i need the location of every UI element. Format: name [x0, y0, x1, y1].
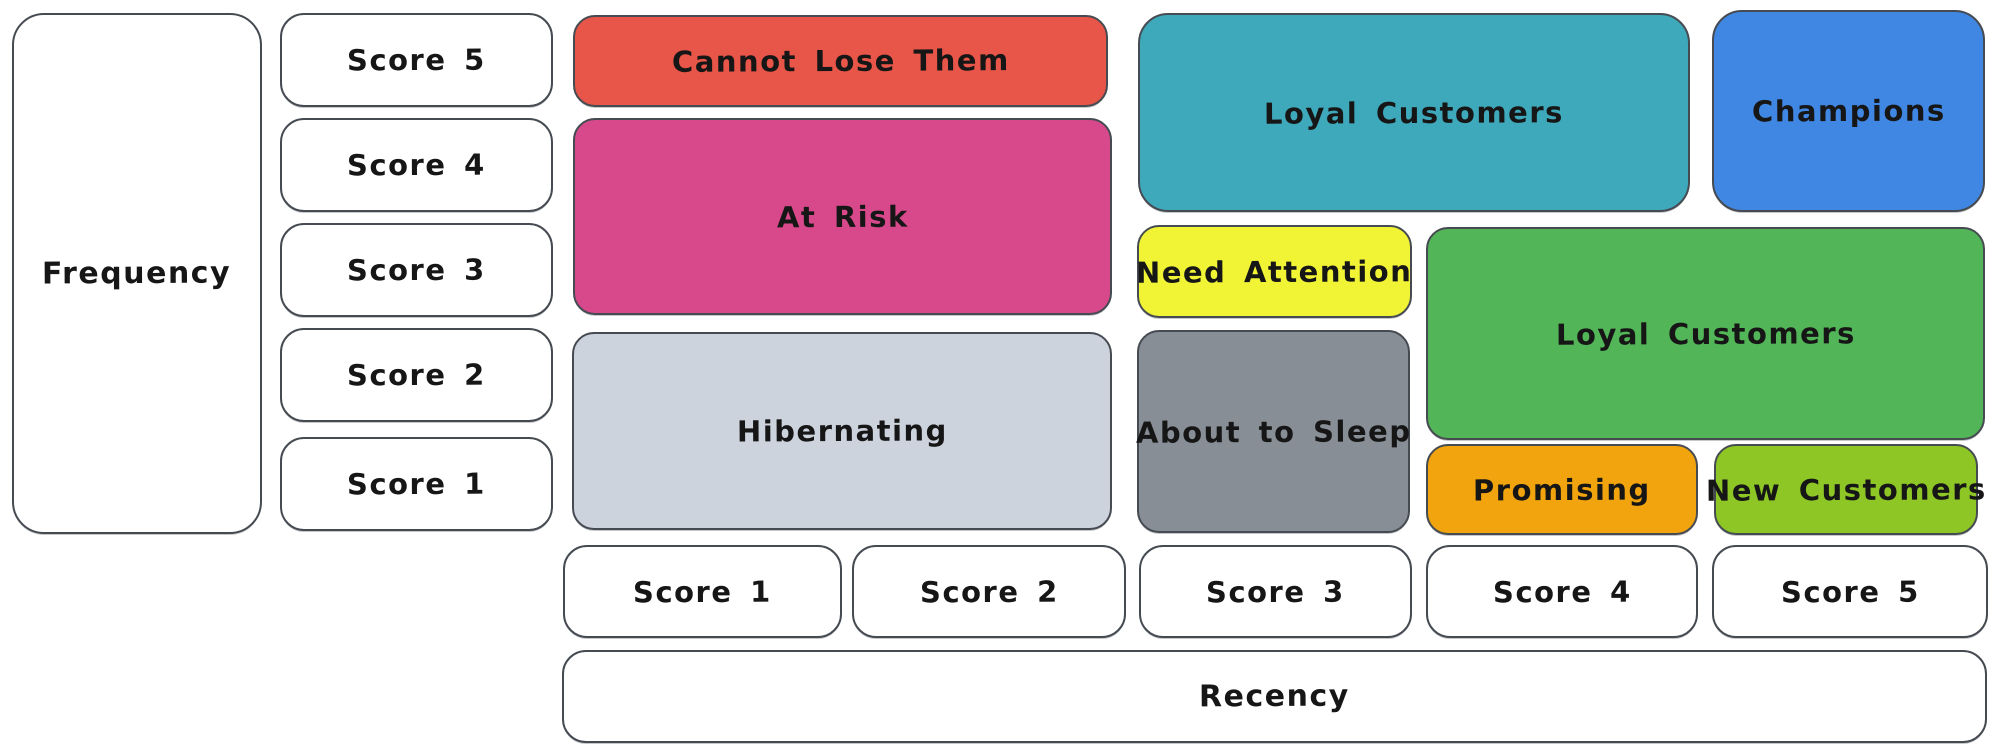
frequency-score-2-label: Score 2 [347, 357, 486, 393]
frequency-score-4-box: Score 4 [280, 118, 553, 212]
recency-score-4-label: Score 4 [1492, 574, 1632, 609]
frequency-score-3-label: Score 3 [347, 252, 486, 288]
segment-about-to-sleep: About to Sleep [1135, 330, 1412, 533]
segment-loyal-customers-green-label: Loyal Customers [1555, 315, 1856, 352]
recency-score-3-box: Score 3 [1139, 545, 1412, 638]
recency-axis-label-box: Recency [562, 650, 1987, 743]
segment-loyal-customers-teal-label: Loyal Customers [1263, 94, 1565, 131]
recency-axis-label: Recency [1199, 678, 1350, 715]
segment-at-risk: At Risk [573, 118, 1112, 315]
segment-about-to-sleep-label: About to Sleep [1135, 413, 1412, 450]
segment-hibernating-label: Hibernating [736, 413, 948, 449]
recency-score-5-box: Score 5 [1712, 545, 1988, 638]
segment-need-attention: Need Attention [1136, 225, 1413, 318]
segment-champions: Champions [1712, 10, 1985, 212]
segment-champions-label: Champions [1751, 93, 1946, 129]
segment-at-risk-label: At Risk [776, 199, 909, 234]
segment-cannot-lose-them-label: Cannot Lose Them [671, 43, 1010, 79]
segment-hibernating: Hibernating [572, 332, 1112, 530]
segment-need-attention-label: Need Attention [1136, 253, 1413, 290]
frequency-axis-label-box: Frequency [12, 13, 262, 534]
frequency-axis-label: Frequency [42, 255, 232, 292]
segment-promising-label: Promising [1473, 472, 1651, 507]
recency-score-2-label: Score 2 [919, 574, 1059, 609]
recency-score-2-box: Score 2 [852, 545, 1126, 638]
frequency-score-5-box: Score 5 [280, 13, 553, 107]
frequency-score-5-label: Score 5 [347, 42, 486, 78]
recency-score-1-label: Score 1 [633, 574, 772, 609]
frequency-score-3-box: Score 3 [280, 223, 553, 317]
recency-score-4-box: Score 4 [1426, 545, 1698, 638]
frequency-score-2-box: Score 2 [280, 328, 553, 422]
recency-score-1-box: Score 1 [563, 545, 842, 638]
recency-score-5-label: Score 5 [1780, 574, 1920, 609]
frequency-score-1-box: Score 1 [280, 437, 553, 531]
segment-new-customers: New Customers [1706, 444, 1986, 535]
segment-loyal-customers-teal: Loyal Customers [1138, 13, 1690, 212]
segment-cannot-lose-them: Cannot Lose Them [573, 15, 1108, 107]
segment-promising: Promising [1426, 444, 1698, 535]
recency-score-3-label: Score 3 [1206, 574, 1345, 609]
segment-new-customers-label: New Customers [1705, 471, 1987, 508]
frequency-score-1-label: Score 1 [347, 466, 486, 502]
frequency-score-4-label: Score 4 [347, 147, 486, 183]
segment-loyal-customers-green: Loyal Customers [1426, 227, 1985, 440]
